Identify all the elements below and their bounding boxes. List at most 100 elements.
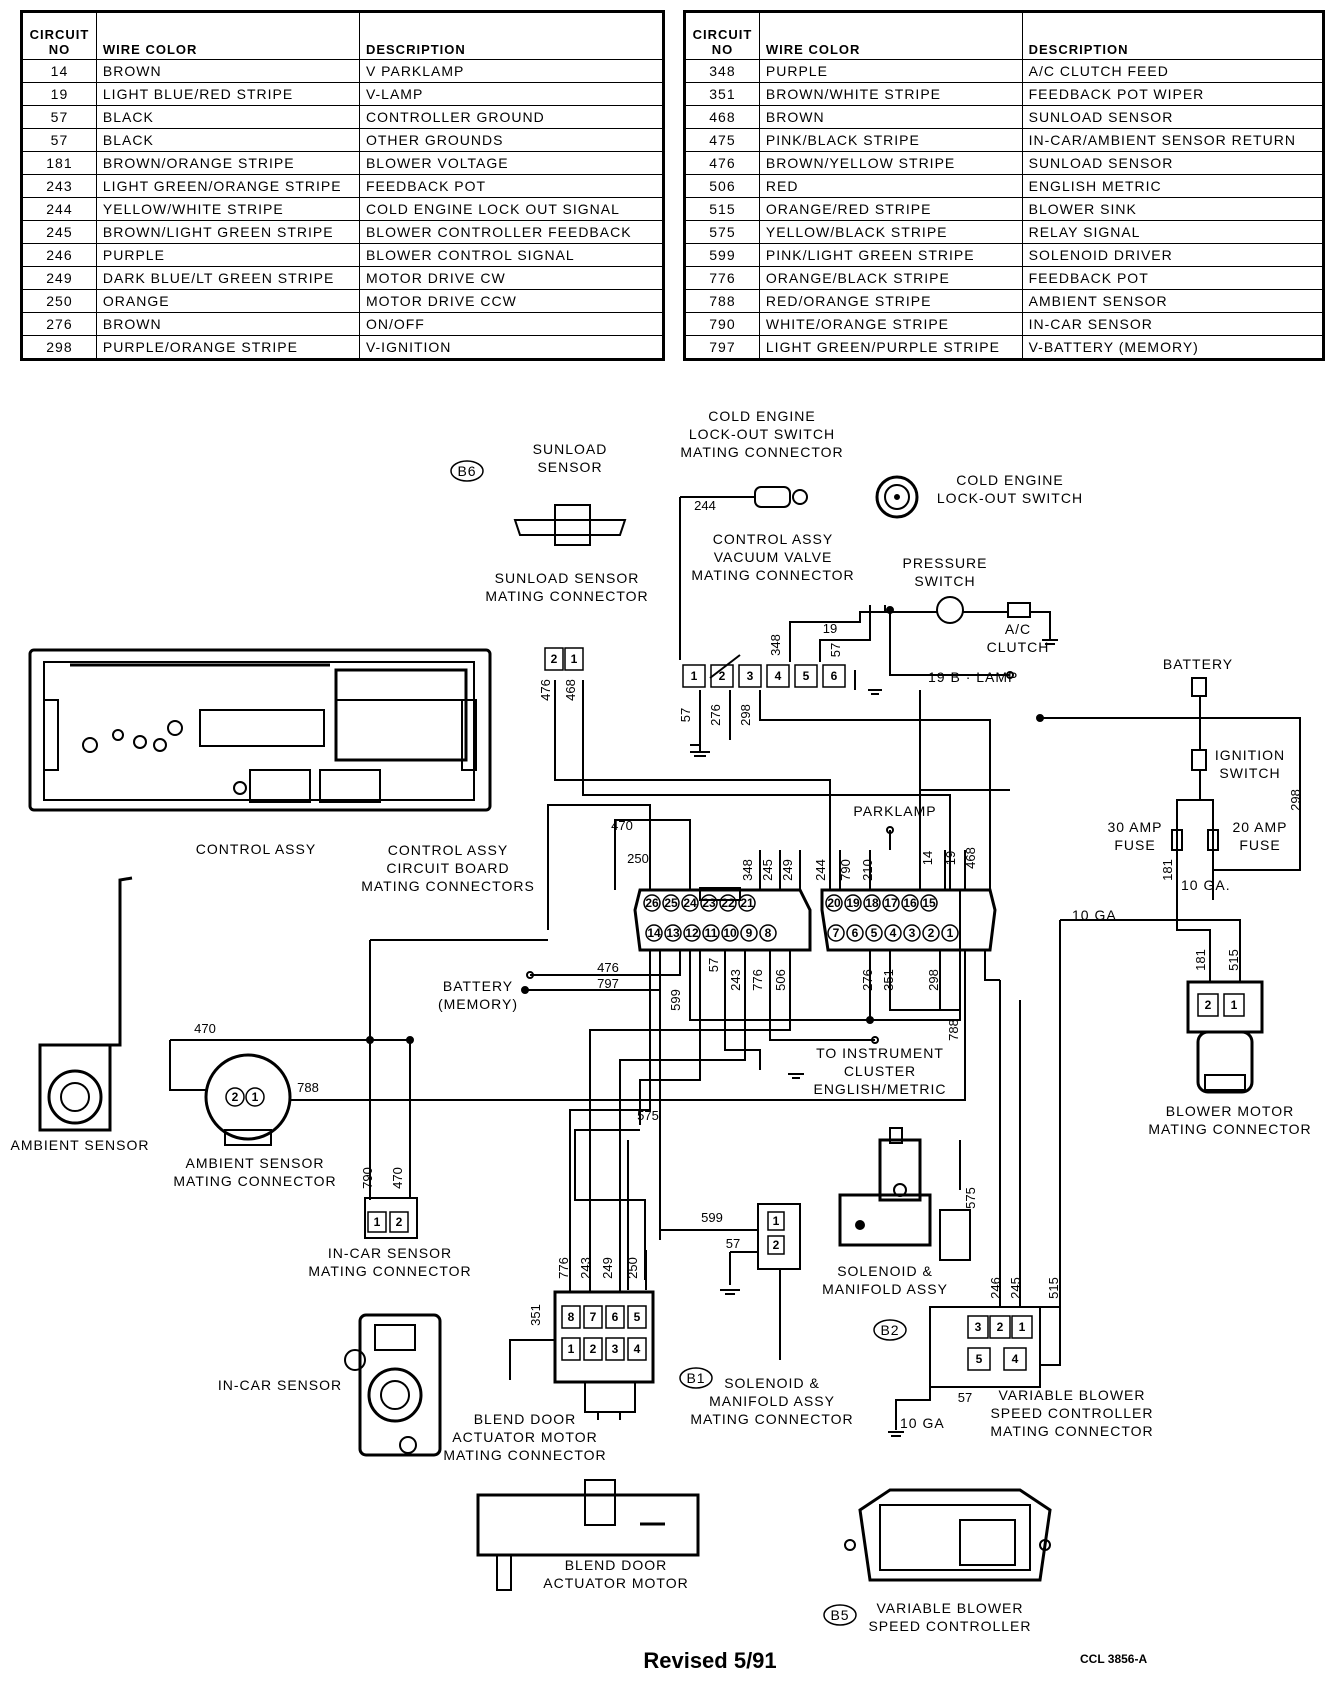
pin-box bbox=[825, 894, 843, 912]
pin-box bbox=[367, 1211, 387, 1233]
wire-788-b: 788 bbox=[297, 1080, 319, 1095]
ac-clutch-symbol bbox=[1007, 602, 1031, 618]
pin-box bbox=[767, 1235, 785, 1255]
pin-box bbox=[664, 924, 682, 942]
wire-color-cell: PURPLE/ORANGE STRIPE bbox=[95, 335, 360, 360]
pin-label: 19 bbox=[846, 896, 860, 910]
solenoid-manifold-assy bbox=[838, 1127, 971, 1261]
wire-210: 210 bbox=[860, 859, 875, 881]
code-b1: B1 bbox=[679, 1367, 713, 1389]
svg-text:B5: B5 bbox=[830, 1607, 849, 1623]
wire-790-b: 790 bbox=[360, 1167, 375, 1189]
wire-348-a: 348 bbox=[768, 634, 783, 656]
wire-470-b: 470 bbox=[194, 1021, 216, 1036]
pin-box bbox=[627, 1305, 647, 1329]
svg-text:B6: B6 bbox=[457, 463, 476, 479]
wire-797: 797 bbox=[597, 976, 619, 991]
wire-color-cell: YELLOW/WHITE STRIPE bbox=[95, 197, 360, 221]
pin-label: 26 bbox=[645, 896, 659, 910]
wire-515-a: 515 bbox=[1046, 1277, 1061, 1299]
svg-text:B2: B2 bbox=[880, 1322, 899, 1338]
pin-label: 4 bbox=[890, 926, 897, 940]
wire-575-b: 575 bbox=[963, 1187, 978, 1209]
pin-box bbox=[941, 924, 959, 942]
pin-box bbox=[721, 924, 739, 942]
pin-box bbox=[794, 664, 818, 688]
pin-label: 1 bbox=[374, 1215, 381, 1229]
pin-box bbox=[822, 664, 846, 688]
pin-label: 5 bbox=[803, 669, 810, 683]
pin-label: 6 bbox=[831, 669, 838, 683]
pin-label: 1 bbox=[1019, 1320, 1026, 1334]
pin-box bbox=[844, 894, 862, 912]
pin-box bbox=[662, 894, 680, 912]
wire-color-cell: LIGHT GREEN/ORANGE STRIPE bbox=[95, 174, 360, 198]
pin-box bbox=[683, 924, 701, 942]
pin-box bbox=[738, 894, 756, 912]
wire-249-a: 249 bbox=[780, 859, 795, 881]
pin-box bbox=[865, 924, 883, 942]
description-cell: V PARKLAMP bbox=[358, 59, 665, 83]
wire-249-b: 249 bbox=[600, 1257, 615, 1279]
label-ambient-sensor: AMBIENT SENSOR bbox=[11, 1137, 150, 1153]
pressure-switch-symbol bbox=[936, 596, 964, 624]
pin-box bbox=[605, 1305, 625, 1329]
pin-box bbox=[827, 924, 845, 942]
label-solenoid-assy: SOLENOID &MANIFOLD ASSY bbox=[822, 1263, 948, 1297]
blower-motor-connector bbox=[1186, 980, 1264, 1094]
pin-box bbox=[920, 894, 938, 912]
wire-468-b: 468 bbox=[963, 847, 978, 869]
circuit-no-cell: 19 bbox=[21, 82, 97, 106]
pin-label: 2 bbox=[928, 926, 935, 940]
pin-box bbox=[245, 1087, 265, 1107]
pin-label: 4 bbox=[634, 1342, 641, 1356]
header-wire-color: WIRE COLOR bbox=[95, 11, 360, 60]
wire-color-cell: YELLOW/BLACK STRIPE bbox=[758, 220, 1023, 244]
description-cell: ENGLISH METRIC bbox=[1021, 174, 1325, 198]
pin-label: 11 bbox=[705, 926, 718, 940]
wire-244-a: 244 bbox=[694, 498, 716, 513]
pin-box bbox=[989, 1315, 1011, 1339]
wire-348-b: 348 bbox=[740, 859, 755, 881]
wire-color-cell: BROWN bbox=[95, 59, 360, 83]
code-b5: B5 bbox=[823, 1604, 857, 1626]
pin-box bbox=[544, 647, 564, 671]
pin-label: 2 bbox=[232, 1090, 239, 1104]
pin-label: 2 bbox=[396, 1215, 403, 1229]
pin-box bbox=[225, 1087, 245, 1107]
wire-57-a: 57 bbox=[828, 643, 843, 657]
wire-351-b: 351 bbox=[528, 1304, 543, 1326]
pin-label: 2 bbox=[551, 652, 558, 666]
description-cell: RELAY SIGNAL bbox=[1021, 220, 1325, 244]
wire-250-a: 250 bbox=[627, 851, 649, 866]
pin-box bbox=[846, 924, 864, 942]
pin-box bbox=[967, 1315, 989, 1339]
pin-label: 1 bbox=[568, 1342, 575, 1356]
pin-box bbox=[605, 1337, 625, 1361]
description-cell: CONTROLLER GROUND bbox=[358, 105, 665, 129]
pin-label: 6 bbox=[852, 926, 859, 940]
cold-engine-switch-connector bbox=[735, 486, 808, 508]
pin-box bbox=[1197, 993, 1219, 1017]
pin-box bbox=[1003, 1347, 1027, 1371]
pin-box bbox=[882, 894, 900, 912]
description-cell: V-IGNITION bbox=[358, 335, 665, 360]
pin-label: 9 bbox=[746, 926, 753, 940]
